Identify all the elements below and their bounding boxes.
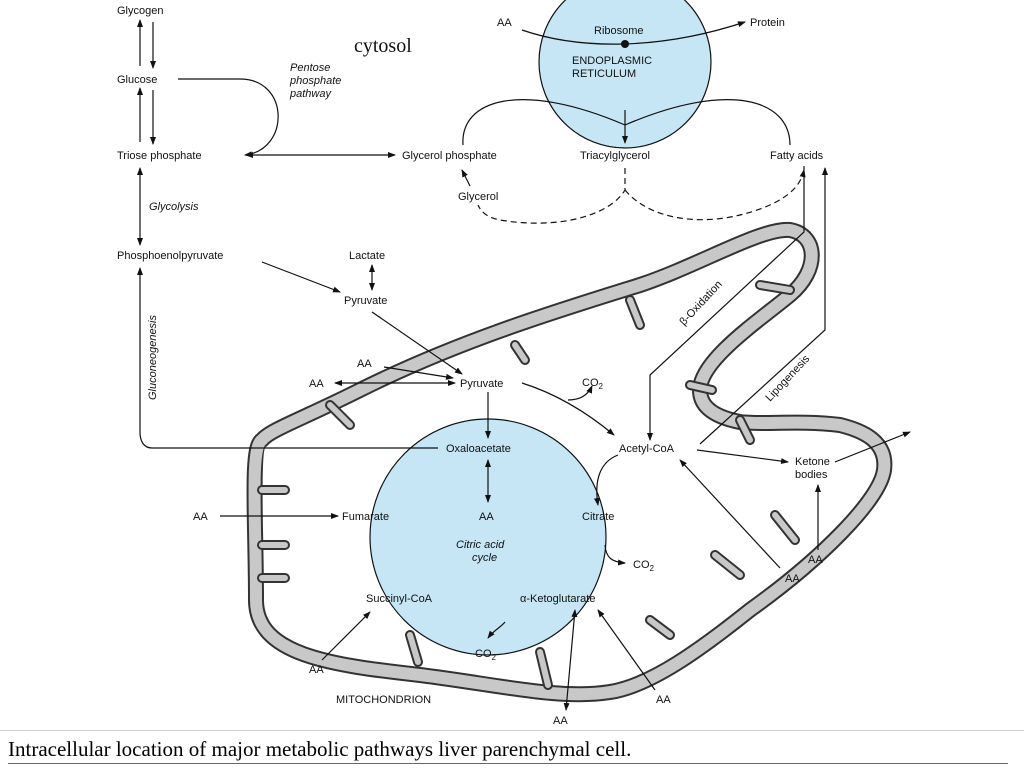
co2-bottom-label: CO2 [475,648,497,662]
aa-succinyl-label: AA [309,664,324,676]
mitochondrion-membrane [246,221,893,703]
aa-pyruvate-in-label: AA [357,358,372,370]
glycogen-label: Glycogen [117,5,163,17]
beta-oxidation-label: β-Oxidation [677,279,724,328]
aa-akg-in-label: AA [656,694,671,706]
triacylglycerol-label: Triacylglycerol [580,150,650,162]
endoplasmic-reticulum [538,0,712,149]
figure-caption: Intracellular location of major metaboli… [8,735,1008,764]
pentose-label-2: phosphate [289,75,341,87]
mitochondrion-label: MITOCHONDRION [336,694,431,706]
cac-label-1: Citric acid [456,539,505,551]
divider [0,730,1024,731]
cac-label-2: cycle [472,552,497,564]
aa-pyruvate-out-label: AA [309,378,324,390]
er-label-2: RETICULUM [572,68,636,80]
pep-label: Phosphoenolpyruvate [117,250,223,262]
akg-label: α-Ketoglutarate [520,593,595,605]
pyruvate-mito-label: Pyruvate [460,378,503,390]
triose-phosphate-label: Triose phosphate [117,150,202,162]
glycolysis-label: Glycolysis [149,201,199,213]
ketone-label-2: bodies [795,469,828,481]
aa-center-label: AA [479,511,494,523]
cytosol-label: cytosol [354,35,412,57]
aa-acetyl-label: AA [785,573,800,585]
aa-top-label: AA [497,17,512,29]
aa-akg-down-label: AA [553,715,568,727]
glycerol-phosphate-label: Glycerol phosphate [402,150,497,162]
gluconeogenesis-label: Gluconeogenesis [147,314,159,400]
oxaloacetate-label: Oxaloacetate [446,443,511,455]
pentose-label-1: Pentose [290,62,330,74]
ribosome-label: Ribosome [594,25,644,37]
glycerol-label: Glycerol [458,191,498,203]
succinyl-coa-label: Succinyl-CoA [366,593,433,605]
er-label-1: ENDOPLASMIC [572,55,652,67]
fumarate-label: Fumarate [342,511,389,523]
aa-fumarate-label: AA [193,511,208,523]
diagram-labels: cytosol Glycogen Glucose Pentose phospha… [117,5,830,727]
fatty-acids-label: Fatty acids [770,150,824,162]
pentose-label-3: pathway [289,88,332,100]
citrate-label: Citrate [582,511,614,523]
protein-label: Protein [750,17,785,29]
pyruvate-cytosol-label: Pyruvate [344,295,387,307]
pathway-arrows [137,19,911,711]
lactate-label: Lactate [349,250,385,262]
co2-citrate-label: CO2 [633,559,655,573]
lipogenesis-label: Lipogenesis [763,353,812,404]
ketone-label-1: Ketone [795,456,830,468]
aa-ketone-label: AA [808,554,823,566]
glucose-label: Glucose [117,74,157,86]
acetyl-coa-label: Acetyl-CoA [619,443,675,455]
co2-pyruvate-label: CO2 [582,377,604,391]
